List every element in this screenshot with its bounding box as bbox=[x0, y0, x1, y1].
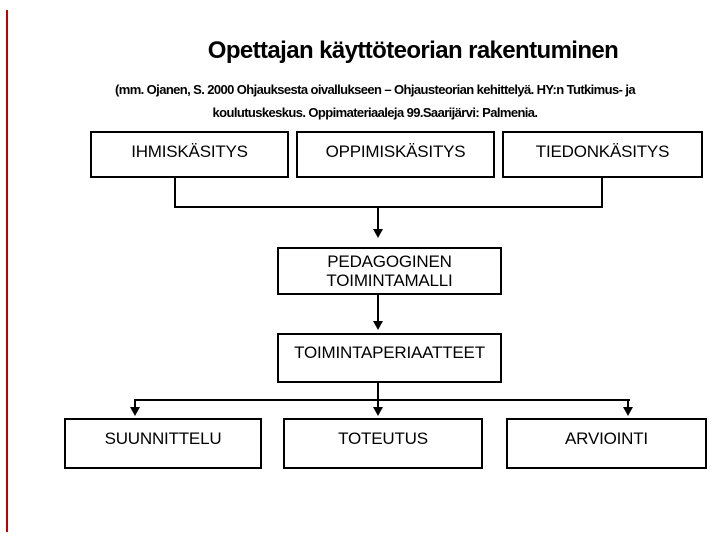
pedagoginen-line1: PEDAGOGINEN bbox=[327, 252, 452, 271]
box-ihmiskasitys-label: IHMISKÄSITYS bbox=[131, 142, 248, 161]
pedagoginen-line2: TOIMINTAMALLI bbox=[326, 271, 453, 290]
down-arrowhead-3 bbox=[130, 407, 140, 416]
connector-bottom-stub bbox=[377, 383, 379, 401]
accent-line bbox=[6, 10, 8, 532]
box-arviointi: ARVIOINTI bbox=[506, 418, 707, 469]
down-arrowhead-5 bbox=[623, 407, 633, 416]
connector-arrow1-shaft bbox=[377, 208, 379, 229]
citation: (mm. Ojanen, S. 2000 Ohjauksesta oivallu… bbox=[50, 78, 700, 124]
connector-left-stub bbox=[174, 178, 176, 208]
box-pedagoginen-toimintamalli: PEDAGOGINEN TOIMINTAMALLI bbox=[277, 247, 502, 295]
connector-arrow2-shaft bbox=[377, 295, 379, 321]
box-toteutus-label: TOTEUTUS bbox=[338, 429, 428, 448]
citation-line-1: (mm. Ojanen, S. 2000 Ohjauksesta oivallu… bbox=[115, 82, 636, 97]
box-pedagoginen-label: PEDAGOGINEN TOIMINTAMALLI bbox=[326, 252, 452, 290]
box-oppimiskasitys-label: OPPIMISKÄSITYS bbox=[325, 142, 466, 161]
box-oppimiskasitys: OPPIMISKÄSITYS bbox=[296, 131, 495, 178]
box-toimintaperiaatteet: TOIMINTAPERIAATTEET bbox=[277, 333, 502, 383]
connector-top-horizontal bbox=[174, 206, 603, 208]
box-suunnittelu-label: SUUNNITTELU bbox=[104, 429, 222, 448]
box-ihmiskasitys: IHMISKÄSITYS bbox=[90, 131, 289, 178]
box-suunnittelu: SUUNNITTELU bbox=[64, 418, 262, 469]
box-arviointi-label: ARVIOINTI bbox=[565, 429, 648, 448]
connector-right-stub bbox=[601, 178, 603, 208]
down-arrowhead-2 bbox=[373, 321, 383, 330]
connector-arrow4-shaft bbox=[377, 401, 379, 408]
connector-arrow3-shaft bbox=[134, 401, 136, 408]
connector-arrow5-shaft bbox=[627, 401, 629, 408]
box-toimintaperiaatteet-label: TOIMINTAPERIAATTEET bbox=[294, 343, 485, 362]
box-tiedonkasitys-label: TIEDONKÄSITYS bbox=[535, 142, 670, 161]
box-tiedonkasitys: TIEDONKÄSITYS bbox=[502, 131, 703, 178]
down-arrowhead-1 bbox=[373, 229, 383, 238]
connector-bottom-horizontal bbox=[134, 399, 630, 401]
box-toteutus: TOTEUTUS bbox=[283, 418, 483, 469]
citation-line-2: koulutuskeskus. Oppimateriaaleja 99.Saar… bbox=[212, 105, 539, 120]
down-arrowhead-4 bbox=[373, 407, 383, 416]
slide-title: Opettajan käyttöteorian rakentuminen bbox=[207, 37, 619, 64]
